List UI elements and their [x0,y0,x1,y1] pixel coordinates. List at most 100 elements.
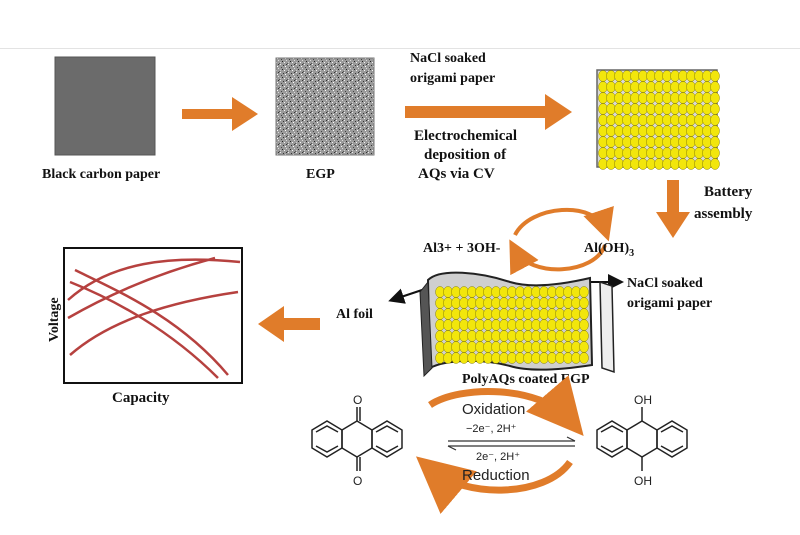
yellow-particle [523,297,533,309]
yellow-particle [499,352,509,364]
yellow-particle [507,341,517,353]
yellow-particle [670,103,680,115]
yellow-particle [702,70,712,82]
yellow-particle [451,330,461,342]
hydroquinone-oh-top: OH [634,393,652,407]
yellow-particle [622,136,632,148]
yellow-particle [435,297,445,309]
yellow-particle [702,158,712,170]
yellow-particle [622,70,632,82]
yellow-particle [451,286,461,298]
yellow-particle [579,286,589,298]
yellow-particle [467,286,477,298]
yellow-particle [547,286,557,298]
yellow-particle [654,103,664,115]
yellow-particle [606,114,616,126]
yellow-particle [686,103,696,115]
yellow-particle [662,125,672,137]
yellow-particle [662,158,672,170]
yellow-particle [654,70,664,82]
yellow-particle [678,70,688,82]
yellow-particle [630,81,640,93]
yellow-particle [654,158,664,170]
yellow-particle [630,136,640,148]
yellow-particle [539,319,549,331]
egp-label: EGP [306,167,335,182]
yellow-particle [678,125,688,137]
curve-3 [74,268,229,376]
yellow-particle [523,286,533,298]
yellow-particle [606,147,616,159]
yellow-particle [531,286,541,298]
yellow-particle [571,330,581,342]
yellow-particle [555,319,565,331]
yellow-particle [483,297,493,309]
yellow-particle [654,92,664,104]
yellow-particle [662,92,672,104]
yellow-particle [571,286,581,298]
yellow-particle [451,341,461,353]
browser-top-bar [0,0,800,49]
nacl-soaked-top-line2: origami paper [410,71,495,86]
arrow-to-graph [258,306,320,342]
yellow-particle [662,103,672,115]
yellow-particle [451,297,461,309]
yellow-particle [499,341,509,353]
yellow-particle [622,103,632,115]
yellow-particle [459,308,469,320]
yellow-particle [579,308,589,320]
yellow-particle [547,352,557,364]
yellow-particle [547,330,557,342]
yellow-particle [515,330,525,342]
yellow-particle [646,125,656,137]
yellow-particle [710,81,720,93]
yellow-particle [678,136,688,148]
yellow-particle [443,341,453,353]
yellow-particle [563,341,573,353]
yellow-particle [598,147,608,159]
yellow-particle [614,114,624,126]
yellow-particle [515,319,525,331]
electrochemical-line3: AQs via CV [418,166,495,182]
yellow-particle [702,81,712,93]
yellow-particle [435,352,445,364]
nacl-right-line2: origami paper [627,296,712,311]
yellow-particle [539,330,549,342]
yellow-particle [571,297,581,309]
yellow-particle [686,147,696,159]
yellow-particle [622,158,632,170]
yellow-particle [467,319,477,331]
yellow-particle [694,147,704,159]
yellow-particle [467,308,477,320]
yellow-particle [654,147,664,159]
yellow-particle [638,125,648,137]
yellow-particle [710,125,720,137]
yellow-particle [571,319,581,331]
yellow-particle [507,308,517,320]
yellow-particle [531,330,541,342]
arrow-egp-to-coated [405,94,572,130]
yellow-particle [555,352,565,364]
yellow-particle [630,114,640,126]
yellow-particle [678,92,688,104]
yellow-particle [523,341,533,353]
hydroquinone-oh-bottom: OH [634,474,652,488]
yellow-particle [443,352,453,364]
yellow-particle [515,352,525,364]
yellow-particle [694,114,704,126]
yellow-particle [694,92,704,104]
yellow-particle [694,125,704,137]
yellow-particle [483,308,493,320]
yellow-particle [598,125,608,137]
oxidation-cycle-arrow [428,375,584,436]
arrow-battery-assembly [656,180,690,238]
yellow-particle [459,286,469,298]
yellow-particle [710,158,720,170]
yellow-particle [523,319,533,331]
yellow-particle [606,136,616,148]
egp-square [275,57,375,156]
yellow-particle [646,70,656,82]
yellow-particle [670,147,680,159]
yellow-particle [638,103,648,115]
